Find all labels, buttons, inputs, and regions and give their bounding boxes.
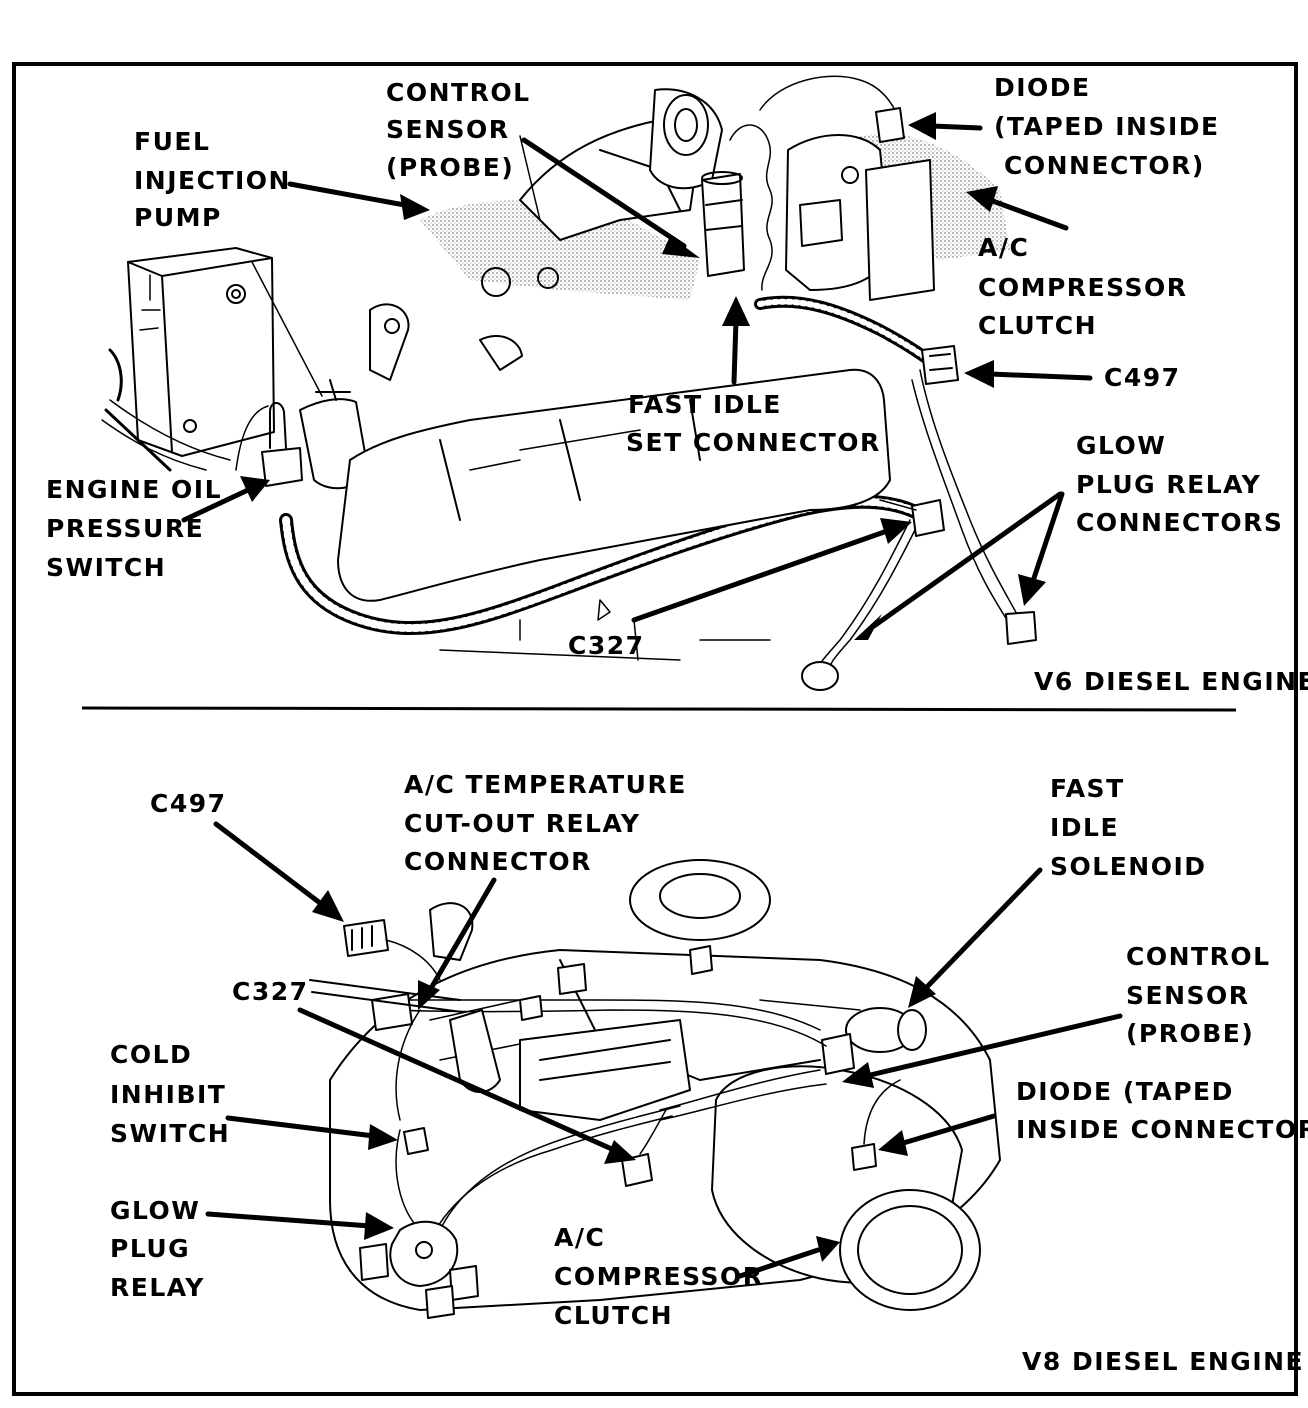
v8-ac-compressor-clutch-label: A/C COMPRESSOR CLUTCH: [554, 1223, 774, 1330]
v8-engine-title: V8 DIESEL ENGINE: [1022, 1347, 1304, 1376]
v8-c497-label: C497: [150, 789, 227, 818]
v6-c497-label: C497: [1104, 363, 1181, 392]
v8-labels: C497 A/C TEMPERATURE CUT-OUT RELAY CONNE…: [110, 770, 1308, 1376]
v6-control-sensor-label: CONTROL SENSOR (PROBE): [386, 78, 541, 182]
v6-fuel-injection-pump-label: FUEL INJECTION PUMP: [134, 127, 301, 232]
v8-diode-label: DIODE (TAPED INSIDE CONNECTOR): [1016, 1077, 1308, 1144]
v6-diode-label: DIODE (TAPED INSIDE CONNECTOR): [994, 73, 1230, 180]
v6-c327-label: C327: [568, 631, 645, 660]
v8-c327-label: C327: [232, 977, 309, 1006]
v6-fast-idle-set-connector-label: FAST IDLE SET CONNECTOR: [626, 390, 881, 457]
v6-labels: FUEL INJECTION PUMP CONTROL SENSOR (PROB…: [46, 73, 1308, 696]
v8-engine-illustration: [309, 859, 1001, 1319]
v6-engine-illustration: [101, 75, 1037, 691]
outer-frame: [12, 62, 1298, 1396]
panel-divider: [81, 706, 1237, 712]
v6-engine-title: V6 DIESEL ENGINE: [1034, 667, 1308, 696]
v8-leader-arrows: [205, 821, 1123, 1279]
v8-glow-plug-relay-label: GLOW PLUG RELAY: [110, 1196, 211, 1302]
v6-glow-plug-relay-connectors-label: GLOW PLUG RELAY CONNECTORS: [1076, 431, 1283, 537]
v6-leader-arrows: [181, 112, 1093, 661]
v8-control-sensor-label: CONTROL SENSOR (PROBE): [1126, 942, 1281, 1048]
v6-ac-compressor-clutch-label: A/C COMPRESSOR CLUTCH: [978, 233, 1198, 340]
v6-engine-oil-pressure-switch-label: ENGINE OIL PRESSURE SWITCH: [46, 475, 232, 582]
v8-fast-idle-solenoid-label: FAST IDLE SOLENOID: [1050, 774, 1207, 881]
v8-ac-temp-cutout-relay-connector-label: A/C TEMPERATURE CUT-OUT RELAY CONNECTOR: [404, 770, 697, 876]
v8-cold-inhibit-switch-label: COLD INHIBIT SWITCH: [110, 1040, 237, 1148]
